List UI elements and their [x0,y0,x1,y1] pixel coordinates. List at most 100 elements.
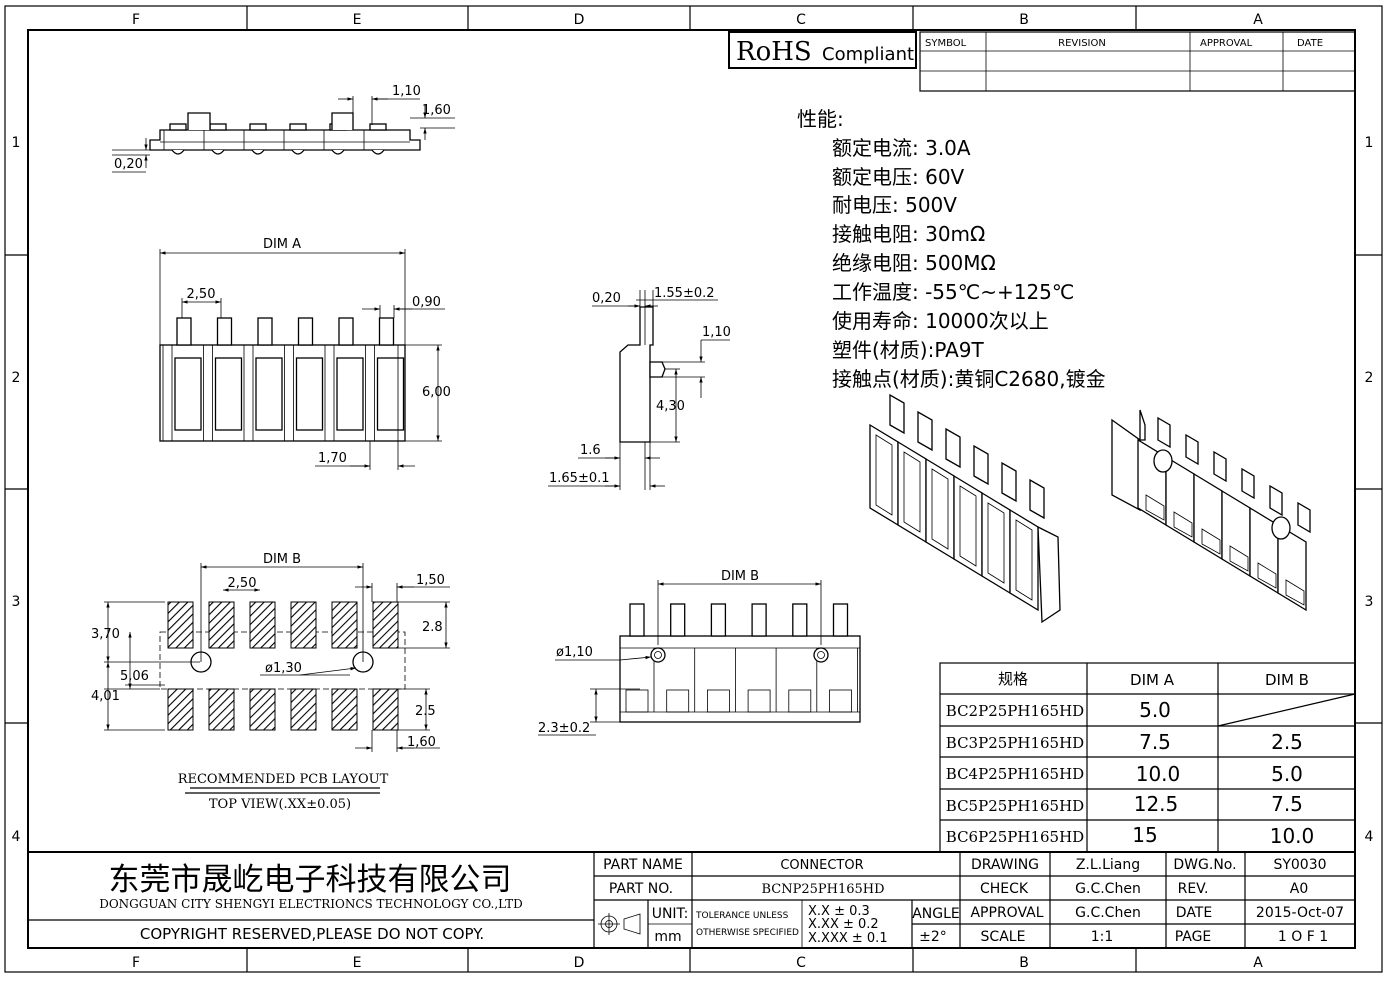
row-label-2-left: 2 [12,370,21,386]
drawing-value: Z.L.Liang [1076,857,1140,873]
top-view-contact-tab [169,123,187,131]
table-row-1-part: BC2P25PH165HD [946,702,1084,720]
bottom-view-foot [829,689,852,713]
iso-back-cell [1277,523,1307,612]
front-view-contact-window [174,357,202,431]
table-row-5-dim-b: 10.0 [1270,824,1315,848]
pcb-pad-bottom [331,688,358,731]
bottom-dim-b: DIM B [721,569,759,584]
iso-front-pin [1001,461,1017,503]
rohs-badge: RoHS Compliant [728,31,917,69]
bottom-view-foot [707,689,730,713]
side-dim-0-20: 0,20 [592,291,621,306]
top-view-contact-bump [211,149,225,155]
table-header-dim-a: DIM A [1130,671,1175,689]
iso-back-foot [1257,562,1277,589]
tolerance-x-xxx: X.XXX ± 0.1 [808,931,888,946]
row-label-4-left: 4 [12,829,21,845]
date-header: DATE [1297,38,1323,49]
spec-housing-material: 塑件(材质):PA9T [832,338,985,362]
front-view-rib [324,344,335,442]
col-label-d-bottom: D [574,955,585,971]
scale-value: 1:1 [1091,929,1114,945]
iso-back-pin [1297,501,1311,534]
spec-contact-resistance: 接触电阻: 30mΩ [832,222,985,246]
scale-label: SCALE [981,929,1026,945]
spec-service-life: 使用寿命: 10000次以上 [832,309,1049,333]
iso-front-pin [973,444,989,486]
iso-front-window [1015,519,1033,601]
table-row-2-dim-b: 2.5 [1271,730,1303,754]
iso-back-foot [1173,511,1193,538]
pcb-pad-top [208,601,235,649]
col-label-e-top: E [353,12,362,28]
iso-back-pin [1241,467,1255,500]
dimension-table: 规格 DIM A DIM B BC2P25PH165HD 5.0 BC3P25P… [939,662,1356,853]
front-dim-6-00: 6,00 [422,385,451,400]
company-name-cn: 东莞市晟屹电子科技有限公司 [109,862,512,898]
front-view-contact-pin [297,317,314,346]
row-label-1-right: 1 [1365,135,1374,151]
top-view-drawing: 1,10 1,60 0,20 [112,84,455,173]
iso-front-window [959,485,977,567]
front-view-rib [162,344,173,442]
table-row-4-dim-b: 7.5 [1271,792,1303,816]
iso-back-cell [1221,489,1251,578]
pcb-pad-top [290,601,317,649]
front-view-rib [243,344,254,442]
col-label-c-top: C [796,12,806,28]
part-name-value: CONNECTOR [780,858,863,873]
row-label-1-left: 1 [12,135,21,151]
col-label-f-top: F [132,12,140,28]
front-view-contact-window [336,357,364,431]
pcb-dim-2-5: 2.5 [415,704,436,719]
date-value: 2015-Oct-07 [1256,905,1344,921]
pcb-dim-1-50: 1,50 [416,573,445,588]
iso-back-foot [1201,528,1221,555]
copyright-notice: COPYRIGHT RESERVED,PLEASE DO NOT COPY. [140,925,484,943]
top-view-contact-bump [251,149,265,155]
spec-title: 性能: [797,107,844,131]
tolerance-x-xx: X.XX ± 0.2 [808,917,879,932]
side-view-drawing: 0,20 1.55±0.2 1,10 4,30 1.6 1.65±0.1 [548,286,731,490]
top-view-contact-bump [371,149,385,155]
col-label-a-top: A [1253,12,1263,28]
bottom-view-contact-pin [710,603,727,637]
part-no-value: BCNP25PH165HD [761,882,884,897]
front-dim-a: DIM A [263,237,301,252]
table-row-5-dim-a: 15 [1132,823,1157,847]
front-view-contact-window [255,357,283,431]
spec-insulation-resistance: 绝缘电阻: 500MΩ [832,251,996,275]
row-label-3-right: 3 [1365,594,1374,610]
date-label: DATE [1176,905,1212,921]
table-row-2-part: BC3P25PH165HD [946,734,1084,752]
front-view-contact-pin [338,317,354,346]
row-label-4-right: 4 [1365,829,1374,845]
pcb-pad-top [167,601,194,649]
iso-front-window [931,468,949,550]
table-row-3-part: BC4P25PH165HD [946,765,1084,783]
rohs-text: RoHS [736,37,812,67]
front-view-contact-pin [257,317,273,346]
dwg-no-label: DWG.No. [1173,857,1236,873]
top-view-contact-bump [331,149,345,155]
iso-back-pin [1185,433,1199,466]
side-dim-4-30: 4,30 [656,399,685,414]
page-value: 1 O F 1 [1278,929,1328,945]
title-block: 东莞市晟屹电子科技有限公司 DONGGUAN CITY SHENGYI ELEC… [28,851,1355,948]
top-view-contact-tab [289,123,307,131]
col-label-b-top: B [1019,12,1029,28]
col-label-b-bottom: B [1019,955,1029,971]
table-header-dim-b: DIM B [1265,671,1309,689]
bottom-view-contact-pin [832,603,849,637]
front-view-rib [284,344,294,442]
front-view-end-rib [397,344,406,442]
pcb-caption-subtitle: TOP VIEW(.XX±0.05) [209,797,351,812]
angle-value: ±2° [919,929,947,945]
check-value: G.C.Chen [1075,881,1141,897]
pcb-pad-bottom [372,688,399,731]
pcb-dim-5-06: 5,06 [120,669,149,684]
iso-front-window [987,502,1005,584]
iso-back-foot [1285,579,1305,606]
table-row-4-dim-a: 12.5 [1134,792,1179,816]
